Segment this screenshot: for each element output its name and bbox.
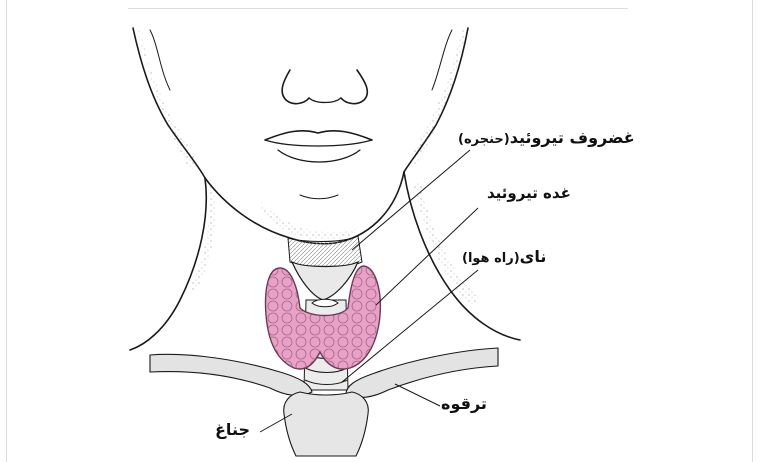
label-clavicle: ترقوه <box>441 394 487 413</box>
label-thyroid-gland: غده تیروئید <box>487 184 571 202</box>
label-thyroid-cartilage: غضروف تیروئید(حنجره) <box>458 128 635 147</box>
label-thyroid-gland-text: غده تیروئید <box>487 184 571 202</box>
label-trachea-text: نای <box>520 247 547 266</box>
label-thyroid-cartilage-note: (حنجره) <box>458 132 510 147</box>
leader-clavicle <box>395 384 440 406</box>
sternum-shape <box>284 392 369 456</box>
label-sternum-text: جناغ <box>215 420 250 439</box>
label-trachea-note: (راه هوا) <box>462 251 520 266</box>
label-clavicle-text: ترقوه <box>441 394 487 413</box>
label-trachea: نای(راه هوا) <box>462 247 546 266</box>
label-sternum: جناغ <box>215 420 250 439</box>
label-thyroid-cartilage-text: غضروف تیروئید <box>510 128 635 147</box>
leader-thyroid-cartilage <box>352 150 470 250</box>
trachea-opening <box>312 299 338 307</box>
